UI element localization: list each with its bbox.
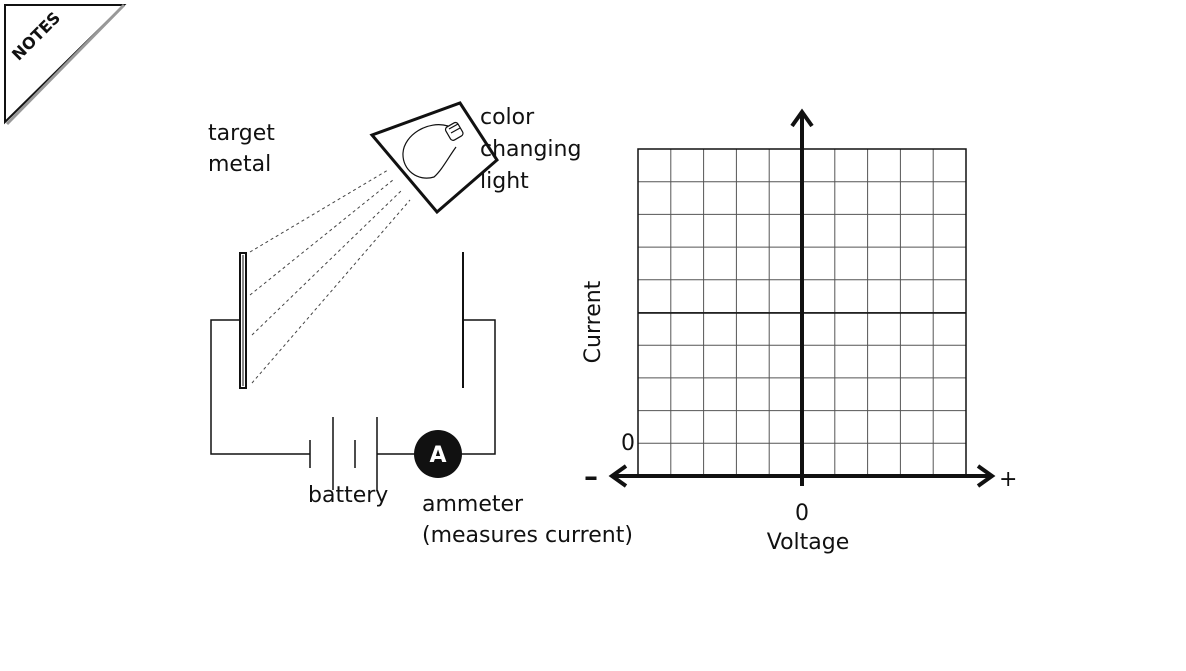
bulb-glass <box>402 124 457 179</box>
light-beam <box>251 199 411 384</box>
notes-corner-tab: NOTES <box>4 3 127 126</box>
x-zero-label: 0 <box>795 501 809 526</box>
minus-sign-label: – <box>584 460 598 493</box>
light-label-line3: light <box>480 169 529 194</box>
y-axis-arrow-icon <box>790 108 814 128</box>
wire-right <box>460 319 496 455</box>
bulb-base-thread <box>450 127 461 134</box>
light-beam <box>249 179 394 296</box>
y-zero-label: 0 <box>621 431 635 456</box>
x-axis-left-arrow-icon <box>608 464 628 488</box>
ammeter-letter: A <box>429 443 446 468</box>
photoelectric-circuit <box>210 101 499 490</box>
light-beam <box>249 169 389 253</box>
light-label: color <box>480 105 535 130</box>
x-axis-right-arrow-icon <box>976 464 996 488</box>
ammeter-label: ammeter <box>422 492 524 517</box>
wire-left <box>210 319 310 455</box>
x-axis-label: Voltage <box>767 530 850 555</box>
bulb-base-thread <box>448 123 459 130</box>
ammeter-label-line2: (measures current) <box>422 523 633 548</box>
light-beam <box>251 189 403 336</box>
target-metal-label: target <box>208 121 275 146</box>
notes-tab-shadow <box>5 3 126 126</box>
light-label-line2: changing <box>480 137 581 162</box>
light-beams <box>249 169 411 384</box>
plus-sign-label: + <box>999 467 1017 492</box>
battery-symbol <box>309 417 378 490</box>
ammeter-symbol <box>414 430 462 478</box>
target-metal-label-line2: metal <box>208 152 271 177</box>
light-bulb-icon <box>402 121 464 179</box>
y-axis-label: Current <box>581 280 606 363</box>
current-voltage-graph <box>608 108 996 488</box>
battery-label: battery <box>308 483 388 508</box>
